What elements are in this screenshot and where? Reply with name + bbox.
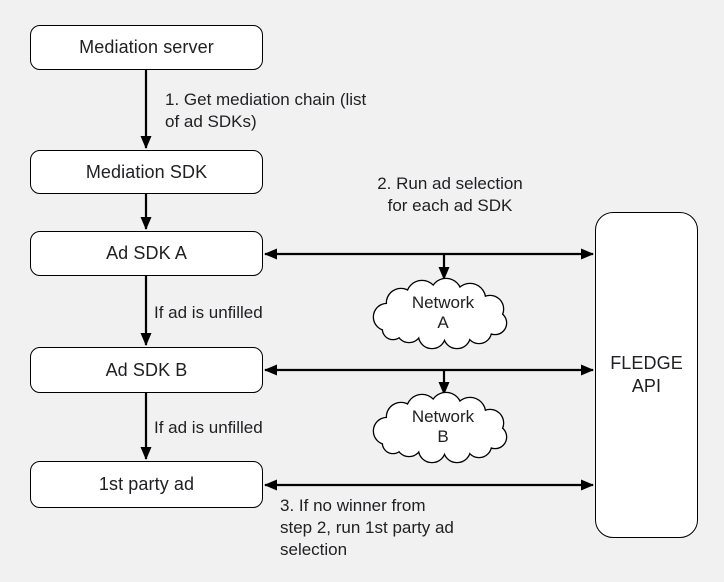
network-a-line2: A — [437, 313, 449, 332]
node-mediation-server: Mediation server — [30, 25, 263, 70]
node-ad-sdk-a: Ad SDK A — [30, 231, 263, 276]
cloud-network-b-label: Network B — [393, 407, 493, 447]
label-step1: 1. Get mediation chain (list of ad SDKs) — [165, 89, 366, 133]
cloud-network-a-label: Network A — [393, 293, 493, 333]
label-step2: 2. Run ad selection for each ad SDK — [370, 173, 530, 217]
node-first-party-ad-label: 1st party ad — [98, 474, 195, 494]
node-ad-sdk-a-label: Ad SDK A — [106, 243, 187, 263]
node-ad-sdk-b: Ad SDK B — [30, 347, 263, 393]
label-unfilled-a: If ad is unfilled — [154, 302, 263, 324]
node-fledge-api-label-line1: FLEDGE — [610, 353, 683, 373]
label-step1-line1: 1. Get mediation chain (list — [165, 90, 367, 109]
network-a-line1: Network — [411, 293, 475, 312]
network-b-line1: Network — [411, 407, 475, 426]
label-step3-line3: selection — [280, 540, 348, 559]
label-unfilled-b-text: If ad is unfilled — [154, 418, 263, 437]
node-ad-sdk-b-label: Ad SDK B — [105, 359, 188, 380]
label-step3-line2: step 2, run 1st party ad — [280, 518, 454, 537]
label-step3: 3. If no winner from step 2, run 1st par… — [280, 495, 454, 561]
node-fledge-api: FLEDGE API — [595, 212, 698, 538]
label-unfilled-a-text: If ad is unfilled — [154, 303, 263, 322]
node-mediation-sdk: Mediation SDK — [30, 150, 263, 194]
node-mediation-server-label: Mediation server — [79, 37, 214, 57]
network-b-line2: B — [437, 427, 449, 446]
node-fledge-api-label-line2: API — [631, 376, 662, 396]
label-step2-line1: 2. Run ad selection — [377, 174, 523, 193]
label-step2-line2: for each ad SDK — [387, 196, 513, 215]
label-unfilled-b: If ad is unfilled — [154, 417, 263, 439]
label-step3-line1: 3. If no winner from — [280, 496, 426, 515]
node-first-party-ad: 1st party ad — [30, 461, 263, 508]
label-step1-line2: of ad SDKs) — [165, 112, 257, 131]
node-mediation-sdk-label: Mediation SDK — [85, 161, 208, 182]
